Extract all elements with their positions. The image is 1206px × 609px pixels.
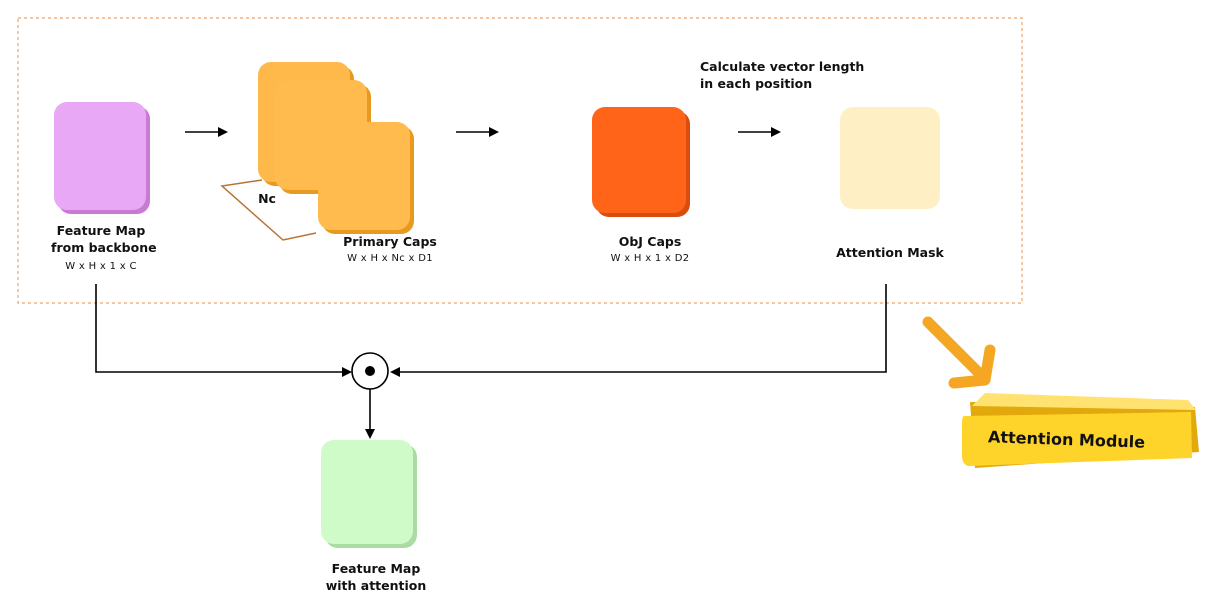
obj-caps-title: ObJ Caps (618, 234, 682, 249)
attention-module-boundary (17, 17, 1023, 304)
output-feature-map-title: Feature Map with attention (325, 561, 427, 593)
attention-mask-title: Attention Mask (836, 245, 944, 260)
elementwise-product-icon (351, 352, 389, 390)
nc-bracket (220, 179, 317, 241)
obj-caps-block (592, 107, 690, 217)
nc-label: Nc (258, 191, 276, 206)
attention-module-badge (962, 393, 1199, 468)
module-pointer-arrow (922, 316, 996, 389)
primary-caps-stack (258, 62, 414, 234)
feature-map-block (54, 102, 150, 214)
attention-mask-note: Calculate vector length in each position (700, 59, 865, 91)
primary-caps-title: Primary Caps (343, 234, 437, 249)
attention-mask-block (840, 107, 940, 209)
feature-map-shape: W x H x 1 x C (65, 261, 137, 272)
output-feature-map-block (321, 440, 417, 548)
primary-caps-shape: W x H x Nc x D1 (347, 253, 433, 264)
attention-mask-connection (390, 284, 887, 377)
feature-map-title: Feature Map from backbone (51, 223, 157, 255)
feature-map-skip-connection (95, 284, 352, 377)
obj-caps-shape: W x H x 1 x D2 (610, 253, 690, 264)
